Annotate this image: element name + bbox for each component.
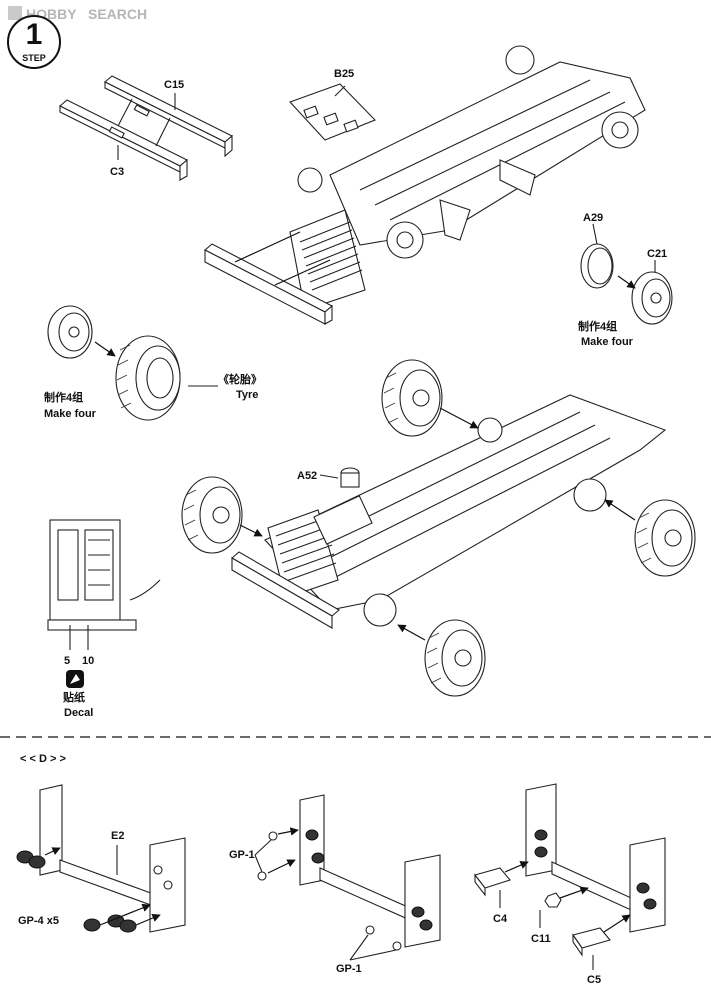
watermark-suffix: SEARCH	[88, 6, 147, 22]
note-tyre-en: Tyre	[236, 389, 258, 401]
frame-view-1: E2 GP-4 x5	[16, 784, 186, 933]
bumper-parts-c15-c3: C15 C3	[59, 75, 233, 181]
frame-view-3: C4 C11 C5	[474, 783, 666, 986]
step-number: 1	[26, 18, 43, 51]
engine-decal-inset: 5 10 贴纸 Decal	[47, 519, 161, 719]
label-c11: C11	[531, 933, 551, 945]
label-a29: A29	[583, 212, 603, 224]
label-gp4: GP-4 x5	[18, 915, 59, 927]
chassis-top-assembly: B25	[204, 45, 646, 325]
label-c21: C21	[647, 248, 667, 260]
hub-parts-a29-c21: A29 C21 制作4组 Make four	[578, 212, 673, 348]
step-badge: 1 STEP	[7, 15, 61, 69]
decal-number-right: 10	[82, 655, 94, 667]
step-circle	[7, 15, 61, 69]
frame-view-2: GP-1 GP-1	[229, 794, 441, 975]
label-e2: E2	[111, 830, 124, 842]
label-c15: C15	[164, 79, 184, 91]
note-tyre-cn: 《轮胎》	[218, 372, 262, 386]
label-c3: C3	[110, 166, 124, 178]
label-c4: C4	[493, 913, 508, 925]
label-c5: C5	[587, 974, 601, 986]
watermark: HOBBY SEARCH	[8, 6, 147, 22]
note-make-four-en-left: Make four	[44, 408, 97, 420]
watermark-logo-icon	[8, 6, 22, 20]
note-decal-cn: 贴纸	[62, 690, 85, 704]
label-gp1-lower: GP-1	[336, 963, 362, 975]
chassis-wheel-assembly: A52	[181, 359, 696, 697]
note-make-four-cn-left: 制作4组	[44, 390, 83, 404]
wheel-tyre-subassembly: 《轮胎》 Tyre 制作4组 Make four	[44, 305, 262, 421]
note-make-four-cn-right: 制作4组	[578, 319, 617, 333]
label-a52: A52	[297, 470, 317, 482]
note-decal-en: Decal	[64, 707, 93, 719]
label-gp1-upper: GP-1	[229, 849, 255, 861]
step-label: STEP	[22, 53, 46, 63]
sub-step-label: < < D > >	[20, 753, 66, 765]
note-make-four-en-right: Make four	[581, 336, 634, 348]
label-b25: B25	[334, 68, 354, 80]
decal-number-left: 5	[64, 655, 70, 667]
